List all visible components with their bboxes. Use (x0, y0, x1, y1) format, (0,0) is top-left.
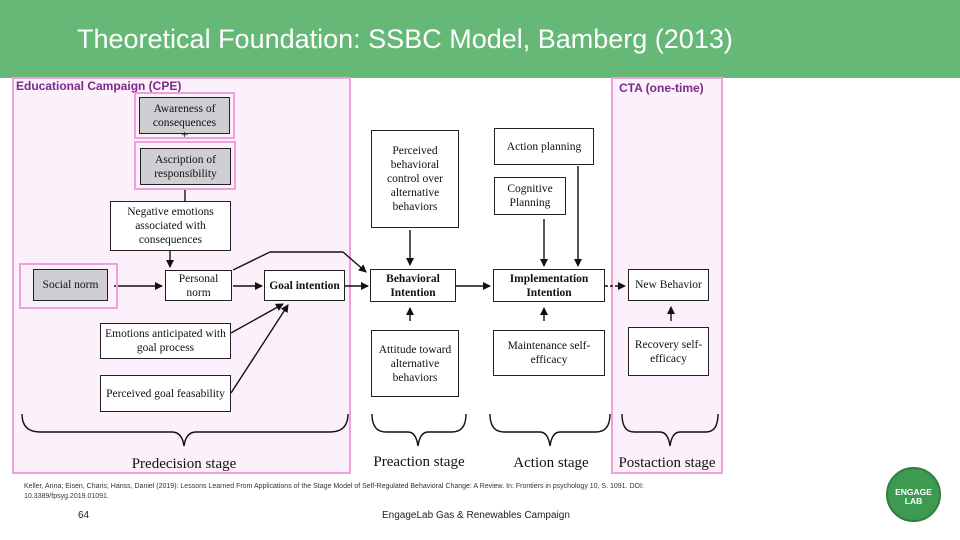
maintenance-self-efficacy-box: Maintenance self-efficacy (493, 330, 605, 376)
title-bar (0, 0, 960, 78)
stage-label-preaction: Preaction stage (373, 454, 465, 470)
cognitive-planning-box: Cognitive Planning (494, 177, 566, 215)
perceived-goal-feasability-box: Perceived goal feasability (100, 375, 231, 412)
personal-norm-box: Personal norm (165, 270, 232, 301)
new-behavior-box: New Behavior (628, 269, 709, 301)
cta-label: CTA (one-time) (619, 81, 704, 95)
perceived-behavioral-control-box: Perceived behavioral control over altern… (371, 130, 459, 228)
logo-text: ENGAGE LAB (888, 488, 939, 506)
plus-sign: + (181, 127, 189, 142)
logo-text-line1: ENGAGE (895, 487, 932, 497)
social-norm-highlight (19, 263, 118, 309)
attitude-box: Attitude toward alternative behaviors (371, 330, 459, 397)
ascription-highlight (134, 141, 236, 190)
goal-intention-box: Goal intention (264, 270, 345, 301)
emotions-anticipated-box: Emotions anticipated with goal process (100, 323, 231, 359)
recovery-self-efficacy-box: Recovery self-efficacy (628, 327, 709, 376)
cpe-label: Educational Campaign (CPE) (16, 79, 182, 93)
behavioral-intention-box: Behavioral Intention (370, 269, 456, 302)
stage-label-postaction: Postaction stage (618, 455, 716, 471)
slide-title: Theoretical Foundation: SSBC Model, Bamb… (77, 24, 733, 54)
logo-text-line2: LAB (904, 496, 923, 506)
negative-emotions-box: Negative emotions associated with conseq… (110, 201, 231, 251)
footer-text: EngageLab Gas & Renewables Campaign (382, 510, 570, 521)
action-planning-box: Action planning (494, 128, 594, 165)
social-norm-box: Social norm (33, 269, 108, 301)
engagelab-logo: ENGAGE LAB (886, 467, 941, 522)
implementation-intention-box: Implementation Intention (493, 269, 605, 302)
page-number: 64 (78, 510, 90, 521)
ascription-of-responsibility-box: Ascription of responsibility (140, 148, 231, 185)
stage-label-predecision: Predecision stage (131, 456, 237, 472)
awareness-highlight (134, 92, 235, 139)
stage-label-action: Action stage (513, 455, 589, 471)
awareness-of-consequences-box: Awareness of consequences (139, 97, 230, 134)
citation-text: Keller, Anna; Eisen, Charis; Hanss, Dani… (24, 483, 644, 500)
